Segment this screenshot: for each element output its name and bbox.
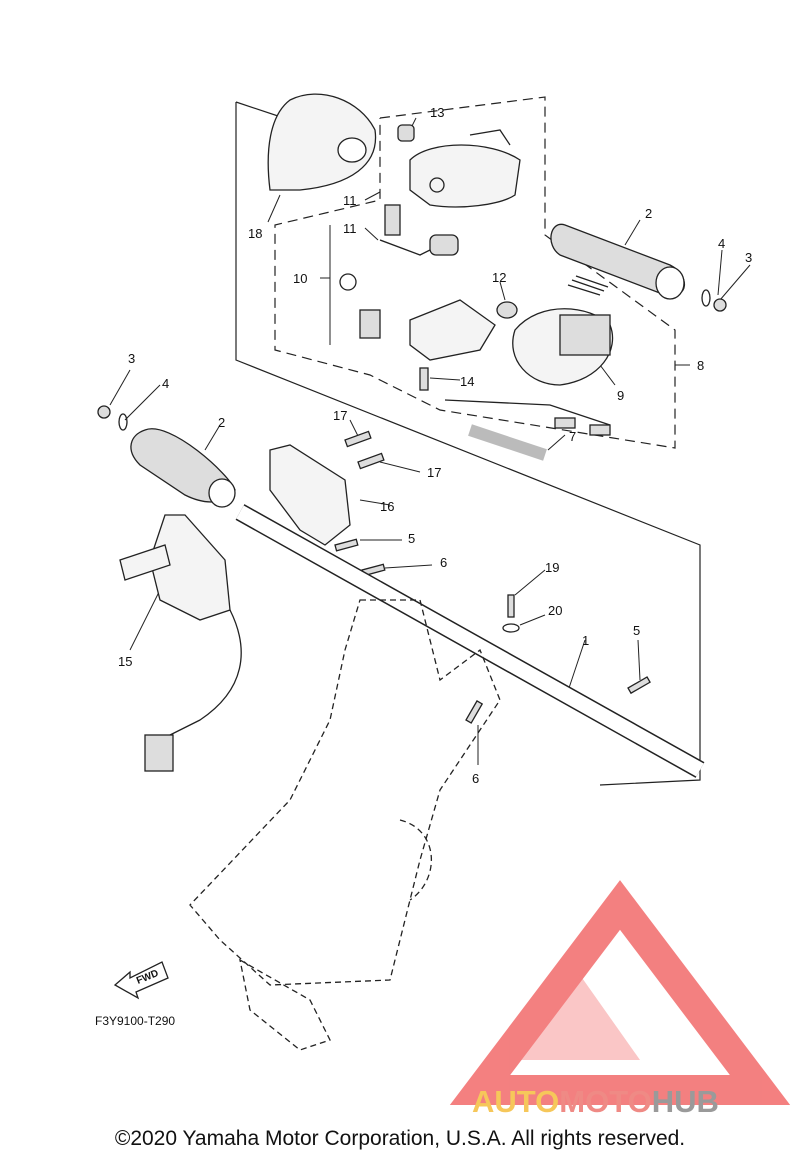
callout-label: 12: [492, 270, 506, 285]
callout-label: 16: [380, 499, 394, 514]
callout-label: 3: [128, 351, 135, 366]
automotohub-wordmark: AUTOMOTOHUB: [472, 1084, 719, 1119]
callout-label: 19: [545, 560, 559, 575]
callout-label: 4: [718, 236, 725, 251]
part-code: F3Y9100-T290: [95, 1014, 175, 1028]
callout-label: 5: [408, 531, 415, 546]
callout-label: 17: [427, 465, 441, 480]
wordmark-auto: AUTO: [472, 1084, 559, 1119]
automotohub-logo: [449, 880, 791, 1105]
callout-label: 9: [617, 388, 624, 403]
callout-label: 10: [293, 271, 307, 286]
callout-label: 15: [118, 654, 132, 669]
copyright-notice: ©2020 Yamaha Motor Corporation, U.S.A. A…: [114, 1127, 686, 1150]
callout-label: 5: [633, 623, 640, 638]
callout-label: 8: [697, 358, 704, 373]
callout-label: 4: [162, 376, 169, 391]
callout-label: 3: [745, 250, 752, 265]
leader-lines: [109, 117, 751, 765]
callout-label: 1: [582, 633, 589, 648]
wordmark-moto: MOTO: [559, 1084, 651, 1119]
callout-label: 2: [218, 415, 225, 430]
callout-label: 17: [333, 408, 347, 423]
callout-label: 6: [472, 771, 479, 786]
part-callouts: 1 2 2 3 3 4 4 5 5 6 6 7 8 9 10 11 11 12 …: [118, 105, 752, 786]
callout-label: 13: [430, 105, 444, 120]
callout-label: 11: [343, 193, 357, 208]
callout-label: 7: [569, 429, 576, 444]
callout-label: 11: [343, 221, 357, 236]
callout-label: 14: [460, 374, 474, 389]
callout-label: 2: [645, 206, 652, 221]
svg-text:AUTOMOTOHUB: AUTOMOTOHUB: [472, 1084, 719, 1119]
callout-label: 18: [248, 226, 262, 241]
wordmark-hub: HUB: [652, 1084, 719, 1119]
callout-label: 6: [440, 555, 447, 570]
callout-label: 20: [548, 603, 562, 618]
part-shapes: [97, 93, 727, 1051]
